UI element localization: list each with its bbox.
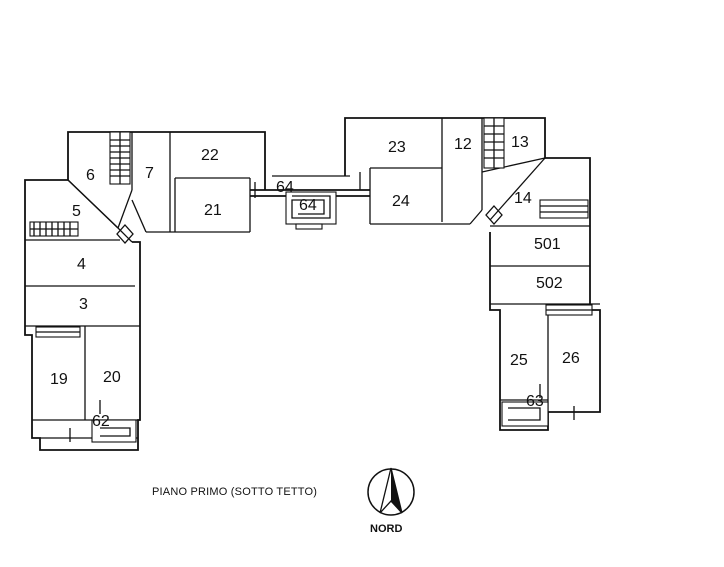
right-wing [489,157,601,431]
room-label-14: 14 [514,190,532,207]
room-label-26: 26 [562,350,580,367]
room-label-6: 6 [86,167,95,184]
room-label-25: 25 [510,352,528,369]
room-label-64-lower: 64 [299,197,317,214]
room-label-63: 63 [526,393,544,410]
room-label-22: 22 [201,147,219,164]
room-label-21: 21 [204,202,222,219]
compass-label: NORD [370,523,403,535]
room-label-62: 62 [92,413,110,430]
room-label-12: 12 [454,136,472,153]
room-label-7: 7 [145,165,154,182]
room-label-20: 20 [103,369,121,386]
room-label-502: 502 [536,275,563,292]
left-upper-block [67,131,266,244]
room-label-4: 4 [77,256,86,273]
room-label-5: 5 [72,203,81,220]
central-connector [250,172,370,230]
room-label-19: 19 [50,371,68,388]
room-label-13: 13 [511,134,529,151]
room-label-3: 3 [79,296,88,313]
room-label-64-upper: 64 [276,179,294,196]
room-labels: 5 6 7 22 21 4 3 19 20 62 64 64 23 24 12 … [50,134,580,430]
right-upper-block [344,117,546,225]
stair-icon [285,191,337,225]
room-label-501: 501 [534,236,561,253]
left-wing [24,179,141,451]
floor-caption: PIANO PRIMO (SOTTO TETTO) [152,486,318,498]
room-label-23: 23 [388,139,406,156]
north-arrow-icon [367,467,415,516]
stair-icon [539,199,589,219]
room-label-24: 24 [392,193,410,210]
